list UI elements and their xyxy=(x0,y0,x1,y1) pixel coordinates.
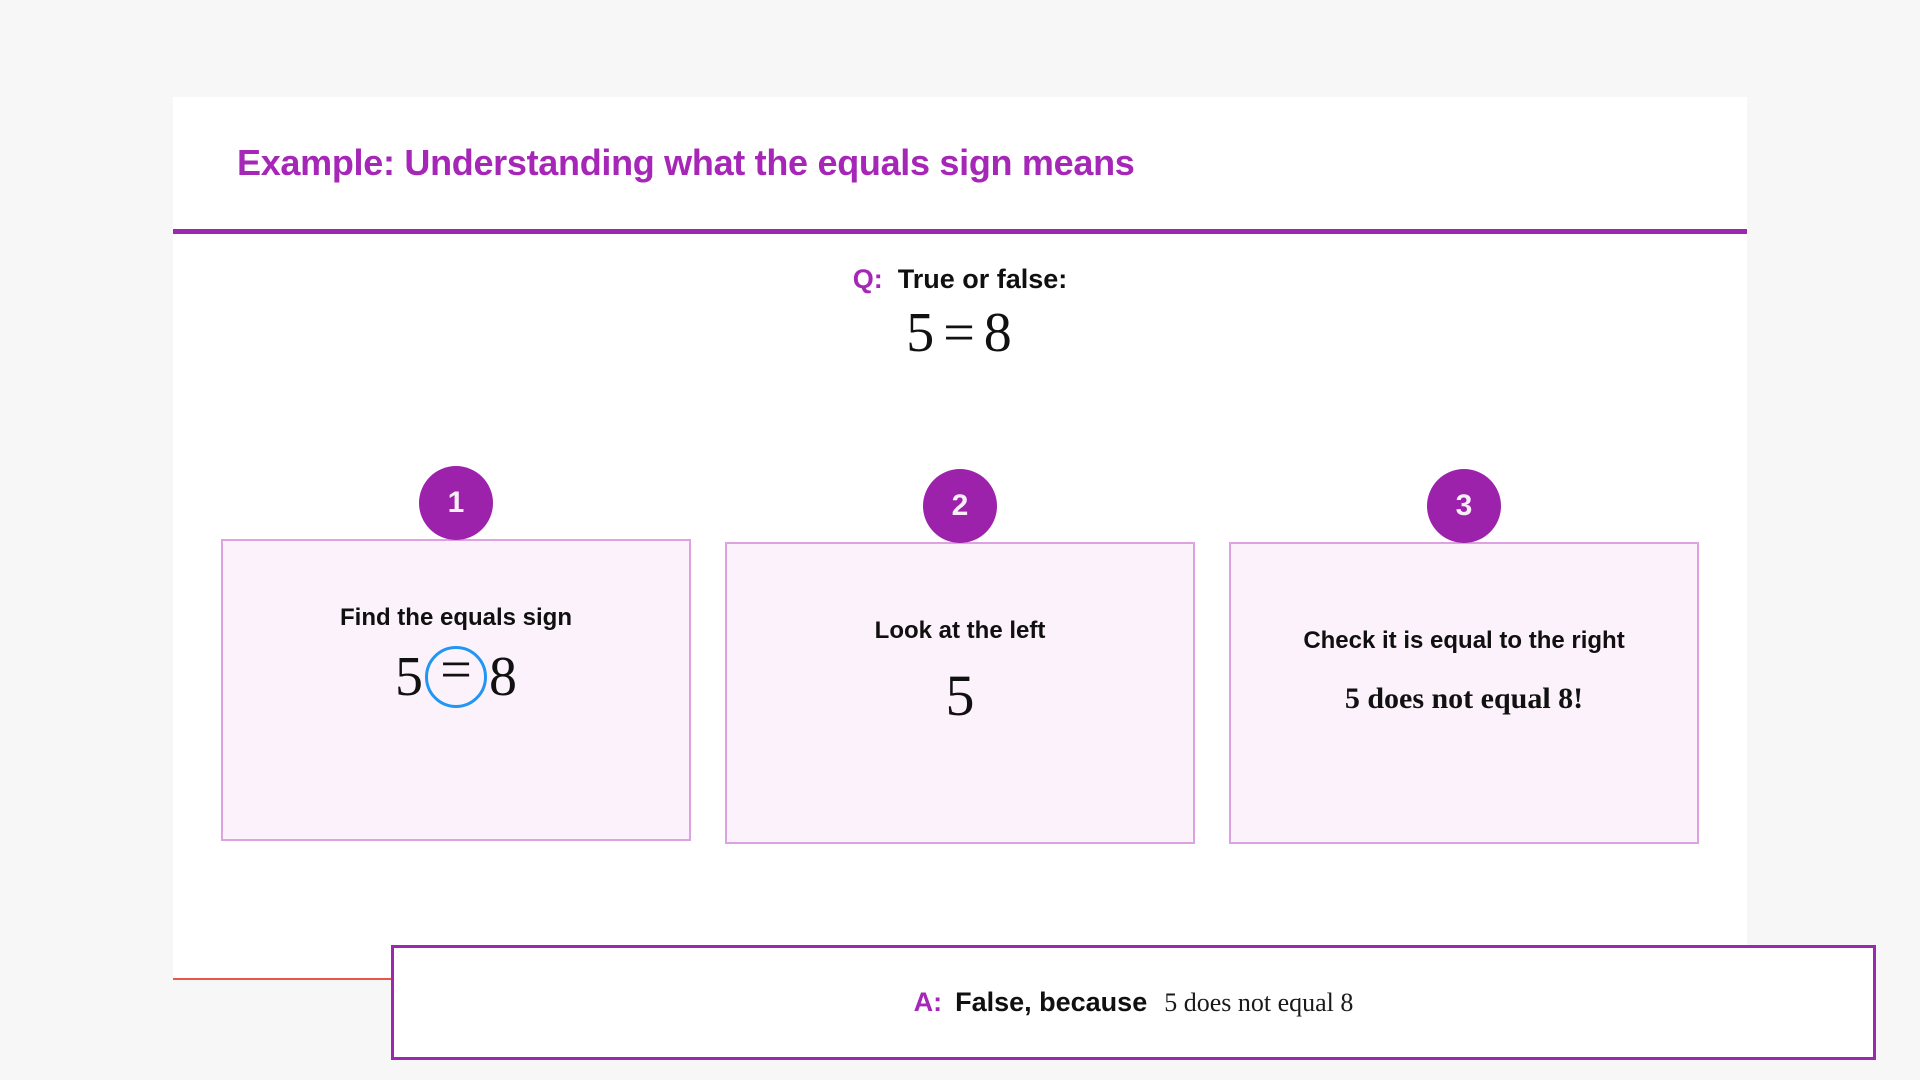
step-box-1: Find the equals sign 5 = 8 xyxy=(221,539,691,841)
question-equation-left: 5 xyxy=(906,302,937,364)
step-card-1: 1 Find the equals sign 5 = 8 xyxy=(221,466,691,841)
answer-bold-text: False, because xyxy=(955,987,1148,1017)
question-section: Q: True or false: 5=8 xyxy=(173,234,1747,365)
step-title-1: Find the equals sign xyxy=(339,604,573,631)
answer-math-text: 5 does not equal 8 xyxy=(1164,987,1354,1017)
step-card-2: 2 Look at the left 5 xyxy=(725,469,1195,844)
question-line: Q: True or false: xyxy=(853,264,1068,295)
step-card-3: 3 Check it is equal to the right 5 does … xyxy=(1229,469,1699,844)
question-label: Q: xyxy=(852,264,883,294)
card-header: Example: Understanding what the equals s… xyxy=(173,97,1747,234)
step1-left: 5 xyxy=(395,646,423,708)
step-title-3: Check it is equal to the right xyxy=(1303,627,1625,654)
question-equation-right: 8 xyxy=(983,302,1014,364)
steps-row: 1 Find the equals sign 5 = 8 2 xyxy=(221,466,1699,844)
step-number-badge-1: 1 xyxy=(419,466,493,540)
step-box-3: Check it is equal to the right 5 does no… xyxy=(1229,542,1699,844)
step-statement-3: 5 does not equal 8! xyxy=(1344,682,1584,715)
page-title: Example: Understanding what the equals s… xyxy=(237,142,1135,183)
step-number-badge-2: 2 xyxy=(923,469,997,543)
answer-box: A: False, because 5 does not equal 8 xyxy=(391,945,1876,1060)
question-equation: 5=8 xyxy=(906,301,1014,365)
step-number-badge-3: 3 xyxy=(1427,469,1501,543)
step-equation-1: 5 = 8 xyxy=(395,642,517,709)
answer-label: A: xyxy=(913,987,943,1017)
worked-example-card: Example: Understanding what the equals s… xyxy=(173,97,1876,1060)
step-title-2: Look at the left xyxy=(874,617,1046,644)
question-equation-relation: = xyxy=(943,302,977,364)
step-equation-2: 5 xyxy=(945,663,975,728)
step1-right: 8 xyxy=(489,646,517,708)
question-text: True or false: xyxy=(897,264,1068,294)
equals-sign-highlight: = xyxy=(425,642,487,708)
step1-relation: = xyxy=(440,639,472,701)
step-box-2: Look at the left 5 xyxy=(725,542,1195,844)
